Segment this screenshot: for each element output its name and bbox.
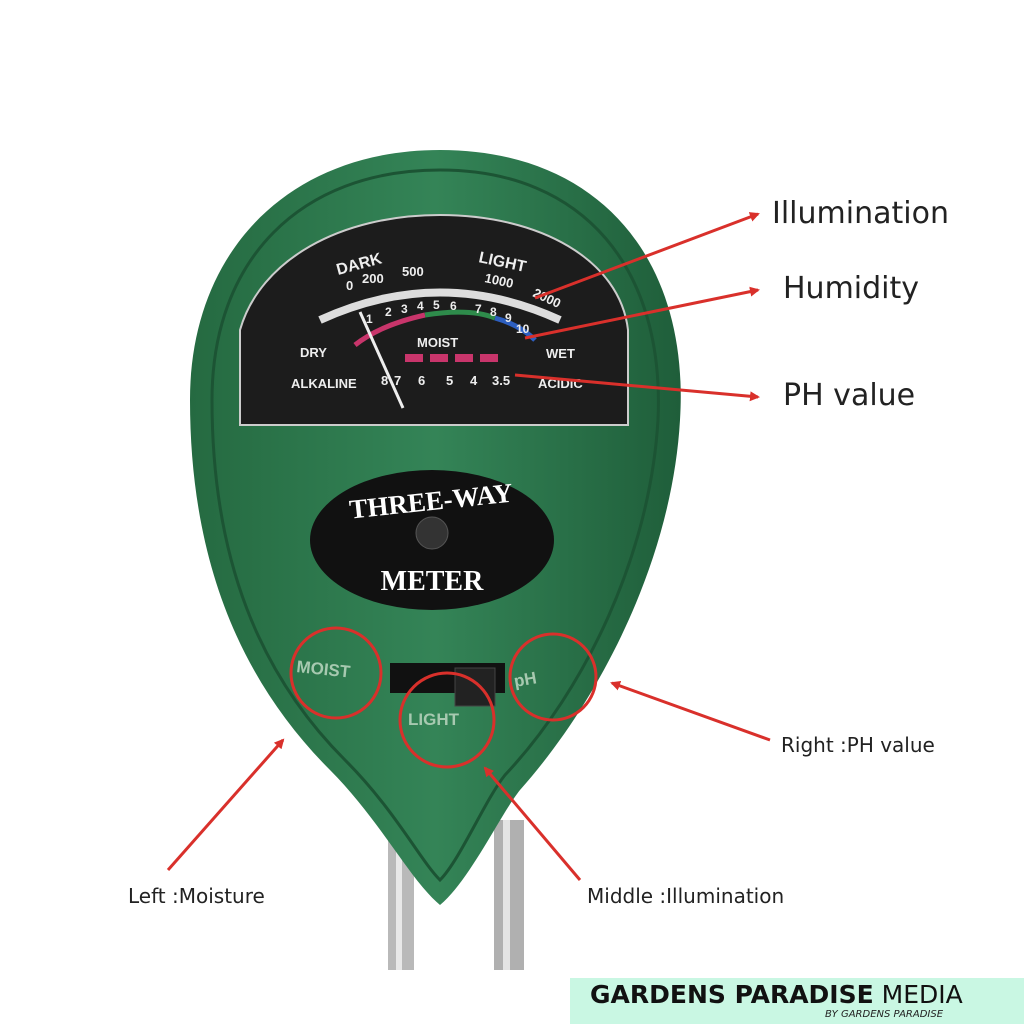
ph-value-label: PH value [783, 378, 916, 413]
dial-dry-label: DRY [300, 345, 327, 360]
brand-footer: GARDENS PARADISE MEDIA BY GARDENS PARADI… [570, 978, 1024, 1024]
illumination-arrow [534, 212, 760, 300]
ph-tick-label: 8 [381, 373, 388, 388]
light-tick-label: 200 [362, 271, 384, 286]
switch-light-label: LIGHT [408, 710, 460, 729]
brand-bottom-text: METER [381, 566, 484, 597]
right-ph-arrow [610, 681, 771, 742]
middle-illumination-arrow [483, 766, 582, 881]
left-moisture-arrow [166, 738, 285, 871]
humidity-label: Humidity [783, 271, 920, 306]
footer-brand-bold: GARDENS PARADISE [590, 980, 874, 1009]
moist-tick-label: 1 [366, 312, 373, 326]
moist-tick-label: 9 [505, 311, 512, 325]
footer-brand-light: MEDIA [881, 980, 963, 1009]
left-moisture-label: Left :Moisture [128, 884, 265, 908]
ph-tick-label: 6 [418, 373, 425, 388]
light-highlight-circle [398, 671, 496, 769]
illumination-label: Illumination [772, 196, 949, 231]
ph-tick-label: 4 [470, 373, 478, 388]
right-ph-label: Right :PH value [781, 733, 935, 757]
moist-tick-label: 10 [516, 322, 530, 336]
light-tick-label: 1000 [483, 270, 514, 291]
light-tick-label: 0 [346, 278, 353, 293]
dial-moist-label: MOIST [417, 335, 458, 350]
moist-tick-label: 7 [475, 302, 482, 316]
ph-tick-label: 3.5 [492, 373, 510, 388]
footer-tagline: BY GARDENS PARADISE [825, 1009, 944, 1020]
light-tick-label: 500 [402, 264, 424, 279]
ph-highlight-circle [508, 632, 598, 722]
middle-illumination-label: Middle :Illumination [587, 884, 785, 908]
moist-tick-label: 2 [385, 305, 392, 319]
ph-tick-label: 7 [394, 373, 401, 388]
ph-value-arrow [514, 373, 760, 402]
moist-tick-label: 6 [450, 299, 457, 313]
moist-tick-label: 8 [490, 305, 497, 319]
dial-face [239, 213, 629, 426]
moist-tick-label: 4 [417, 299, 424, 313]
moist-highlight-circle [289, 626, 383, 720]
footer-brand: GARDENS PARADISE MEDIA [590, 980, 963, 1009]
moist-tick-label: 5 [433, 298, 440, 312]
adjust-screw[interactable] [415, 516, 449, 550]
dial-alkaline-label: ALKALINE [291, 376, 357, 391]
moist-tick-label: 3 [401, 302, 408, 316]
switch-ph-label: pH [512, 668, 538, 691]
ph-tick-label: 5 [446, 373, 453, 388]
humidity-arrow [524, 286, 760, 340]
needle [358, 311, 405, 409]
dial-wet-label: WET [546, 346, 575, 361]
